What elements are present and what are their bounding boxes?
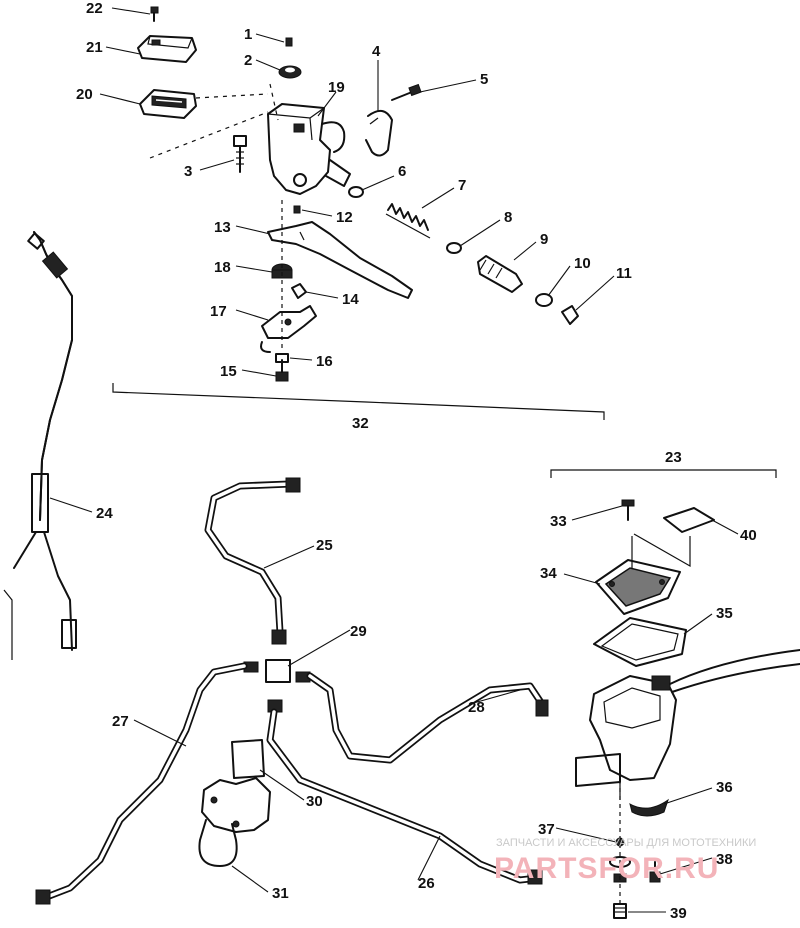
part-40-label xyxy=(663,507,715,533)
callout-5: 5 xyxy=(480,71,488,88)
callout-13: 13 xyxy=(214,219,231,236)
callout-37: 37 xyxy=(538,821,555,838)
part-1-screw xyxy=(285,37,293,47)
callout-14: 14 xyxy=(342,291,359,308)
master-cylinder-assembly xyxy=(112,6,605,420)
leader-lines xyxy=(49,7,739,913)
part-30-decal xyxy=(231,739,265,779)
callout-30: 30 xyxy=(306,793,323,810)
part-21-reservoir-cap xyxy=(137,35,197,63)
part-17-bracket xyxy=(260,305,317,353)
part-15-bolt xyxy=(275,359,289,382)
callout-21: 21 xyxy=(86,39,103,56)
part-36-seal xyxy=(629,798,669,817)
part-33-screw xyxy=(621,499,635,521)
bottom-fitting xyxy=(609,780,631,904)
callout-40: 40 xyxy=(740,527,757,544)
part-5-screw xyxy=(391,83,422,101)
callout-20: 20 xyxy=(76,86,93,103)
part-10-clip xyxy=(535,293,553,307)
part-34-cover xyxy=(595,559,681,615)
part-12-pin xyxy=(293,205,301,214)
callout-25: 25 xyxy=(316,537,333,554)
callout-1: 1 xyxy=(244,26,252,43)
part-7-spring xyxy=(385,203,431,239)
part-2-washer xyxy=(278,65,302,79)
part-11-cap xyxy=(561,305,579,325)
part-14-nut xyxy=(291,283,307,299)
callout-9: 9 xyxy=(540,231,548,248)
part-35-gasket xyxy=(593,617,687,667)
part-8-washer xyxy=(446,242,462,254)
callout-17: 17 xyxy=(210,303,227,320)
callout-labels: 22 21 20 1 2 4 5 19 3 6 7 8 9 10 11 12 1… xyxy=(76,0,757,922)
callout-27: 27 xyxy=(112,713,129,730)
callout-7: 7 xyxy=(458,177,466,194)
callout-18: 18 xyxy=(214,259,231,276)
part-4-clamp xyxy=(365,109,393,157)
part-26-hose xyxy=(266,708,543,885)
callout-19: 19 xyxy=(328,79,345,96)
part-31-bracket xyxy=(198,777,271,867)
callout-16: 16 xyxy=(316,353,333,370)
callout-33: 33 xyxy=(550,513,567,530)
callout-36: 36 xyxy=(716,779,733,796)
watermark-caption: ЗАПЧАСТИ И АКСЕССУАРЫ ДЛЯ МОТОТЕХНИКИ xyxy=(496,837,756,849)
callout-4: 4 xyxy=(372,43,381,60)
part-29-junction-block xyxy=(243,659,311,713)
part-24-cable xyxy=(3,231,77,660)
callout-11: 11 xyxy=(616,265,632,282)
part-9-boot xyxy=(477,255,523,293)
part-3-bolt xyxy=(233,135,247,173)
callout-2: 2 xyxy=(244,52,252,69)
part-27-hose xyxy=(35,662,248,905)
group-32-bracket xyxy=(112,383,605,420)
part-13-lever xyxy=(267,221,413,299)
watermark: ЗАПЧАСТИ И АКСЕССУАРЫ ДЛЯ МОТОТЕХНИКИ PA… xyxy=(494,837,756,885)
callout-34: 34 xyxy=(540,565,557,582)
reservoir-body xyxy=(575,649,800,800)
callout-29: 29 xyxy=(350,623,367,640)
callout-10: 10 xyxy=(574,255,591,272)
part-39-bolt xyxy=(613,903,627,919)
callout-26: 26 xyxy=(418,875,435,892)
callout-39: 39 xyxy=(670,905,687,922)
part-6-washer xyxy=(348,186,364,198)
callout-38: 38 xyxy=(716,851,733,868)
part-25-hose xyxy=(204,477,301,645)
callout-28: 28 xyxy=(468,699,485,716)
part-28-hose xyxy=(306,672,549,764)
watermark-logo: PARTSFOR.RU xyxy=(494,852,719,885)
callout-12: 12 xyxy=(336,209,353,226)
callout-3: 3 xyxy=(184,163,192,180)
callout-24: 24 xyxy=(96,505,113,522)
callout-32: 32 xyxy=(352,415,369,432)
callout-31: 31 xyxy=(272,885,289,902)
callout-6: 6 xyxy=(398,163,406,180)
part-22-screw xyxy=(150,6,159,22)
callout-8: 8 xyxy=(504,209,512,226)
callout-15: 15 xyxy=(220,363,237,380)
part-20-diaphragm xyxy=(139,89,197,119)
callout-22: 22 xyxy=(86,0,103,17)
part-19-master-cylinder-body xyxy=(267,103,351,195)
callout-23: 23 xyxy=(665,449,682,466)
part-38-screw xyxy=(649,861,661,883)
group-23-bracket xyxy=(550,469,777,478)
callout-35: 35 xyxy=(716,605,733,622)
master-cylinder-23-assembly xyxy=(550,469,800,919)
